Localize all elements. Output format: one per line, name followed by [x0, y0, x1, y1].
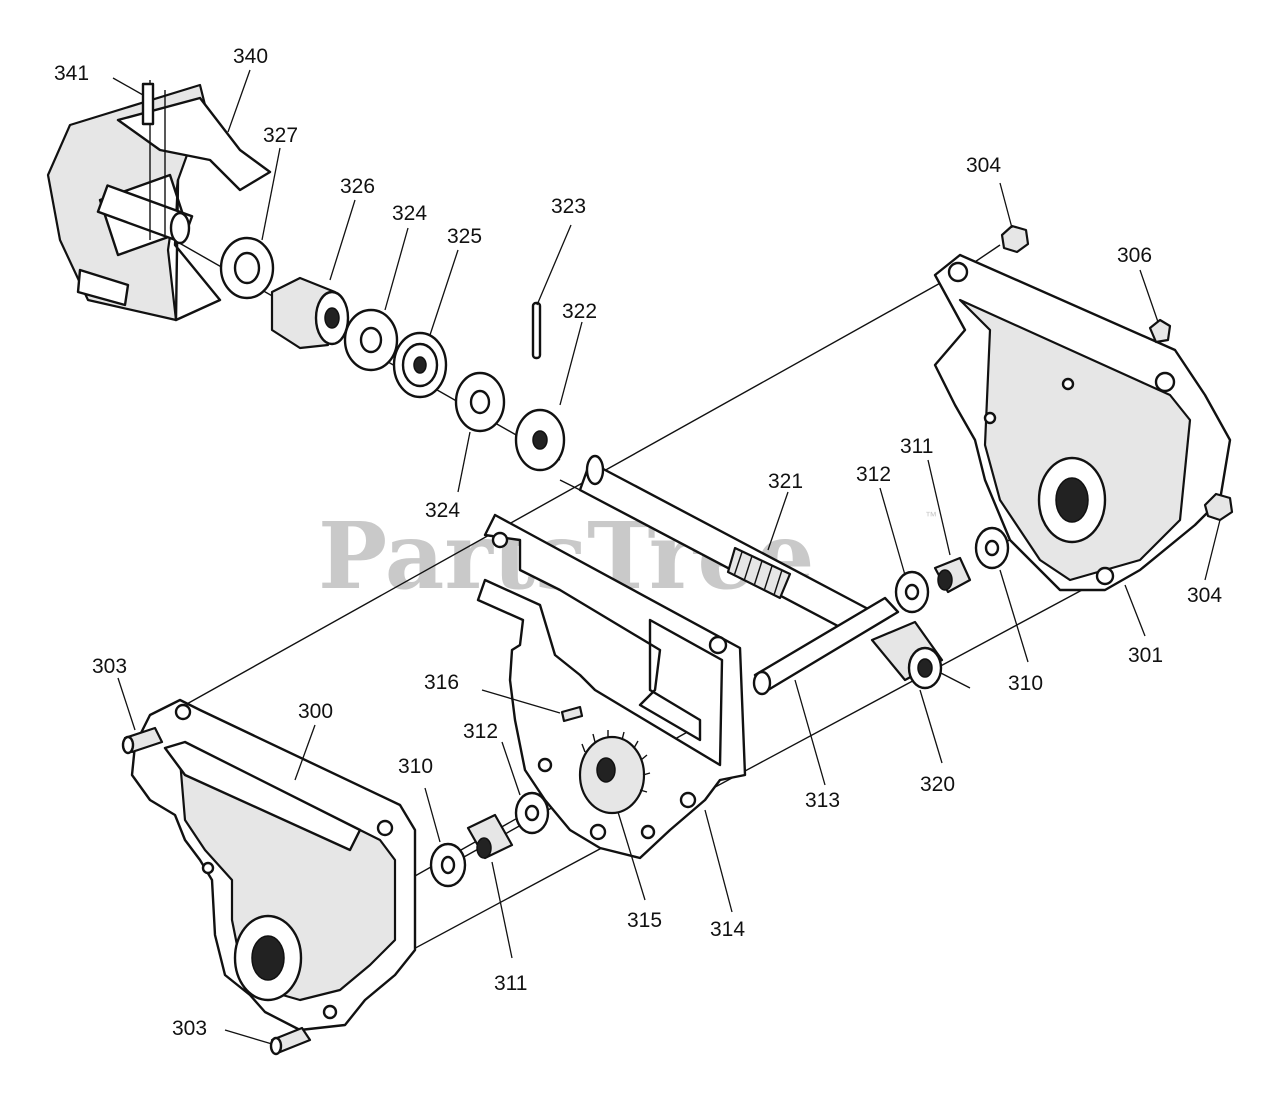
callout-320: 320 — [920, 773, 955, 796]
callout-313: 313 — [805, 789, 840, 812]
callout-300: 300 — [298, 700, 333, 723]
callout-324-b: 324 — [425, 499, 460, 522]
callout-312-left: 312 — [463, 720, 498, 743]
part-303-screw-bottom — [269, 1026, 312, 1056]
part-321-worm-shaft — [578, 454, 872, 637]
leader-lines — [112, 69, 1221, 1045]
part-303-screw-top — [121, 726, 164, 755]
callout-303-top: 303 — [92, 655, 127, 678]
callout-311-right: 311 — [900, 435, 933, 458]
part-324-washer-a — [343, 308, 399, 372]
part-304-nut-bottom — [1203, 492, 1234, 522]
callout-321: 321 — [768, 470, 803, 493]
callout-327: 327 — [263, 124, 298, 147]
callout-322: 322 — [562, 300, 597, 323]
part-311-bushing-right — [933, 556, 972, 594]
callout-341: 341 — [54, 62, 89, 85]
callout-301: 301 — [1128, 644, 1163, 667]
part-326-coupling — [270, 276, 350, 350]
callout-304-bottom: 304 — [1187, 584, 1222, 607]
part-310-washer-left — [429, 842, 467, 888]
part-320-bearing-sleeve — [870, 620, 944, 690]
callout-310-right: 310 — [1008, 672, 1043, 695]
part-304-nut-top — [1000, 224, 1030, 254]
callout-325: 325 — [447, 225, 482, 248]
part-310-washer-right — [974, 526, 1010, 570]
part-313-shaft — [752, 596, 900, 696]
part-300-gear-case-left — [130, 698, 417, 1032]
part-323-pin — [531, 301, 542, 360]
part-315-worm-gear — [578, 730, 651, 815]
callout-311-left: 311 — [494, 972, 527, 995]
part-322-collar — [514, 408, 566, 472]
callout-326: 326 — [340, 175, 375, 198]
callout-323: 323 — [551, 195, 586, 218]
part-324-washer-b — [454, 371, 506, 433]
part-311-bushing-left — [466, 813, 514, 860]
callout-316: 316 — [424, 671, 459, 694]
callout-340: 340 — [233, 45, 268, 68]
part-340-chute-bracket — [46, 80, 272, 322]
callout-303-bottom: 303 — [172, 1017, 207, 1040]
callout-304-top: 304 — [966, 154, 1001, 177]
part-312-washer-left — [514, 791, 550, 835]
part-316-key — [560, 705, 584, 723]
callout-306: 306 — [1117, 244, 1152, 267]
callout-315: 315 — [627, 909, 662, 932]
part-327-bushing — [219, 236, 275, 300]
callout-314: 314 — [710, 918, 745, 941]
callout-312-right: 312 — [856, 463, 891, 486]
watermark-trademark: ™ — [925, 509, 937, 523]
callout-324-a: 324 — [392, 202, 427, 225]
part-325-thrust-bearing — [392, 331, 448, 399]
callout-310-left: 310 — [398, 755, 433, 778]
part-306-plug — [1148, 318, 1172, 344]
part-312-washer-right — [894, 570, 930, 614]
part-301-gear-case-right — [933, 253, 1232, 592]
part-314-gasket — [476, 513, 747, 860]
callout-labels: 341 340 327 326 324 325 323 322 324 304 … — [54, 45, 1222, 1040]
